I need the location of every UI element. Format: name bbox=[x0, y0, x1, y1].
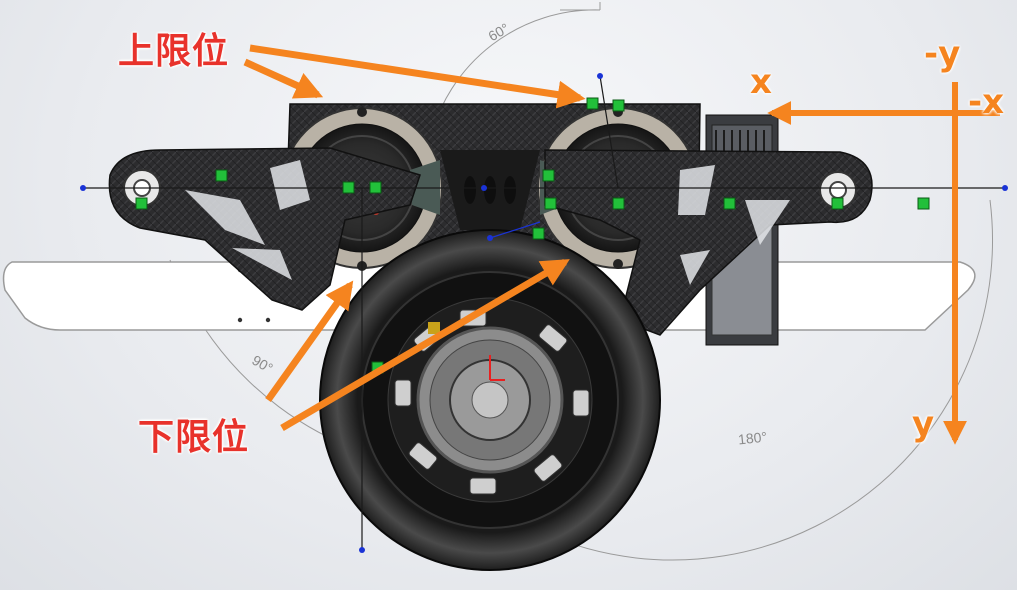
axis-label-x: x bbox=[750, 62, 772, 102]
sketch-points bbox=[80, 73, 1008, 553]
angle-180-label: 180° bbox=[737, 428, 768, 448]
axis-label-neg-x: -x bbox=[968, 82, 1005, 122]
upper-limit-callout: 上限位 bbox=[118, 31, 230, 72]
axis-label-neg-y: -y bbox=[924, 34, 961, 74]
sketch-lines bbox=[83, 75, 1005, 550]
axis-label-y: y bbox=[912, 404, 935, 444]
relation-markers bbox=[135, 97, 930, 374]
right-swing-arm bbox=[544, 149, 873, 336]
lower-limit-callout: 下限位 bbox=[138, 417, 250, 458]
drive-wheel bbox=[319, 229, 661, 571]
coordinate-axes bbox=[767, 82, 1000, 445]
callout-arrows bbox=[243, 44, 586, 432]
